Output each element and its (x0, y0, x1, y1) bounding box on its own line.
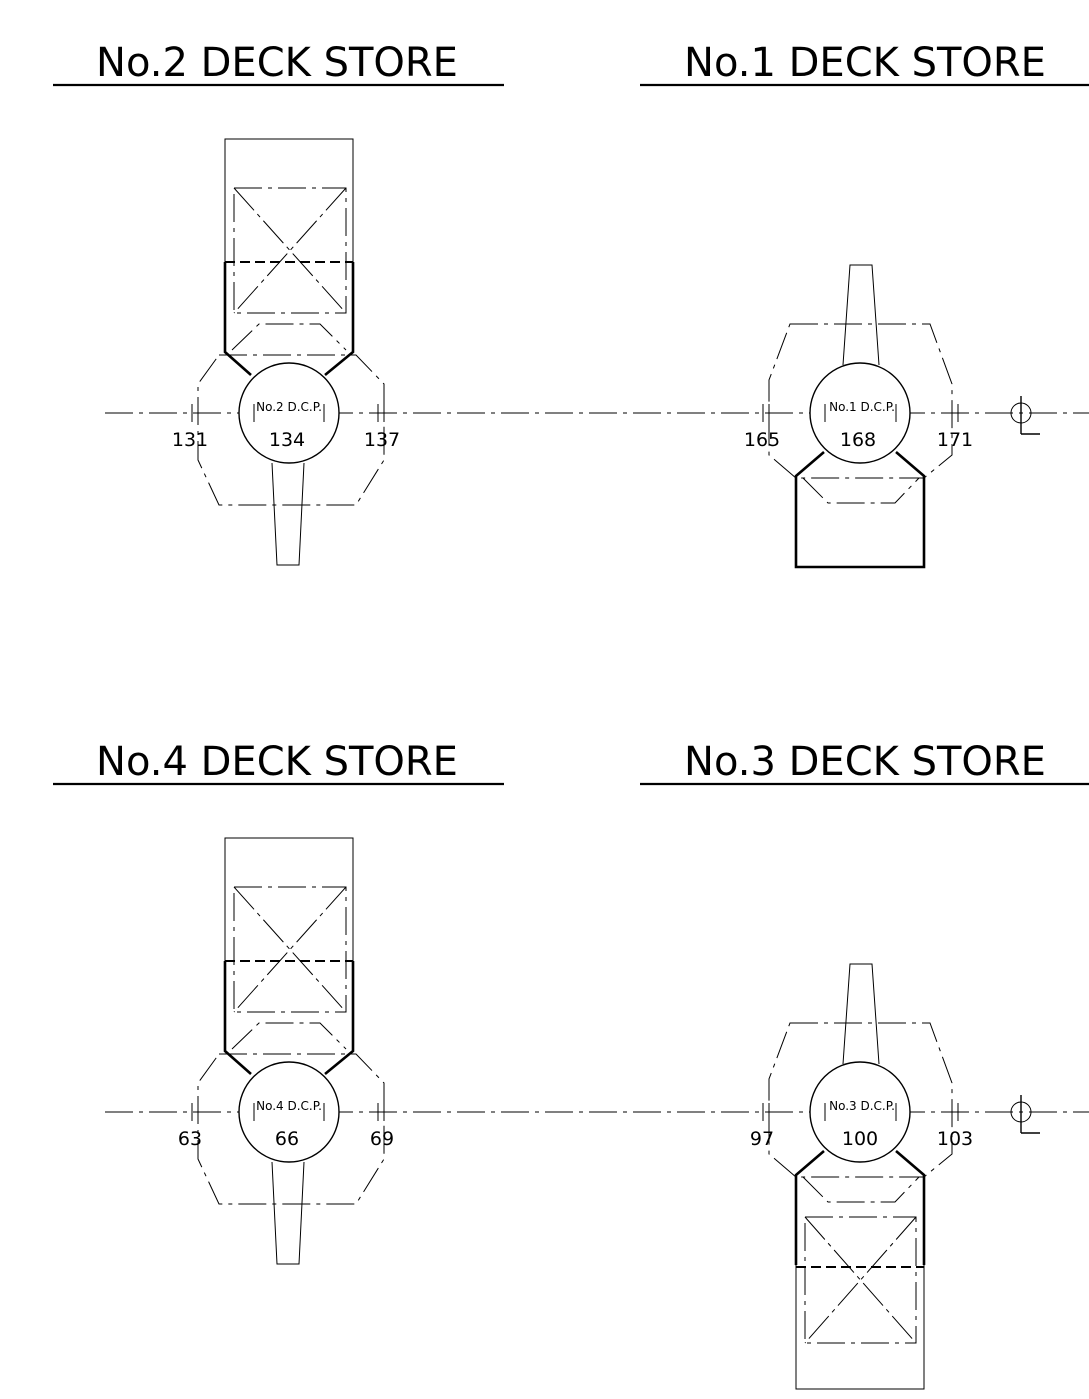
panel-no3-deck-store: No.3 DECK STORE No.3 D.C.P. 97 100 (640, 739, 1089, 1390)
centerline-icon (1010, 396, 1040, 435)
inner-contour (802, 477, 920, 504)
hatch-box (233, 187, 347, 314)
inner-contour (802, 1176, 920, 1203)
hatch-diagonal (804, 1216, 917, 1344)
store-house-outline (794, 451, 926, 569)
inner-contour (231, 1022, 347, 1050)
dcp-label: No.4 D.C.P. (256, 1099, 322, 1113)
dcp-label: No.1 D.C.P. (829, 400, 895, 414)
panel-title: No.2 DECK STORE (96, 40, 458, 86)
store-house-outline (795, 1265, 925, 1390)
vent-taper (842, 963, 880, 1065)
hatch-box (804, 1216, 917, 1344)
bottom-row: No.4 DECK STORE No.4 D.C.P. 63 66 69 (53, 739, 1089, 1390)
store-house-outline (224, 138, 354, 262)
inner-contour (231, 323, 347, 351)
frame-number: 103 (937, 1128, 973, 1150)
panel-title: No.1 DECK STORE (684, 40, 1046, 86)
hatch-diagonal (233, 187, 347, 314)
dcp-circle (809, 1061, 911, 1163)
dcp-label: No.2 D.C.P. (256, 400, 322, 414)
hatch-diagonal (804, 1216, 917, 1344)
dcp-circle (238, 1061, 340, 1163)
frame-number: 131 (172, 429, 208, 451)
store-wall-right (324, 961, 355, 1076)
vent-taper (842, 264, 880, 366)
store-wall-left (223, 961, 252, 1075)
dcp-label: No.3 D.C.P. (829, 1099, 895, 1113)
store-wall-right (895, 1150, 926, 1265)
store-wall-right (324, 262, 355, 377)
store-house-outline (224, 837, 354, 961)
top-row: No.2 DECK STORE (53, 40, 1089, 569)
frame-number: 63 (178, 1128, 202, 1150)
store-wall-left (794, 1150, 825, 1265)
panel-title: No.3 DECK STORE (684, 739, 1046, 785)
panel-no4-deck-store: No.4 DECK STORE No.4 D.C.P. 63 66 69 (53, 739, 504, 1265)
hatch-diagonal (233, 886, 347, 1013)
hatch-box (233, 886, 347, 1013)
vent-taper (271, 462, 305, 566)
frame-number: 137 (364, 429, 400, 451)
dcp-circle (238, 362, 340, 464)
store-wall-left (223, 262, 252, 376)
frame-number: 100 (842, 1128, 878, 1150)
hatch-diagonal (233, 187, 347, 314)
hatch-diagonal (233, 886, 347, 1013)
panel-title: No.4 DECK STORE (96, 739, 458, 785)
frame-number: 171 (937, 429, 973, 451)
frame-number: 97 (750, 1128, 774, 1150)
frame-number: 69 (370, 1128, 394, 1150)
frame-number: 165 (744, 429, 780, 451)
dcp-circle (809, 362, 911, 464)
frame-number: 168 (840, 429, 876, 451)
frame-number: 134 (269, 429, 305, 451)
centerline-icon (1010, 1095, 1040, 1134)
frame-number: 66 (275, 1128, 299, 1150)
panel-no1-deck-store: No.1 DECK STORE No.1 D.C.P. 165 168 171 (640, 40, 1089, 569)
panel-no2-deck-store: No.2 DECK STORE (53, 40, 504, 566)
vent-taper (271, 1161, 305, 1265)
